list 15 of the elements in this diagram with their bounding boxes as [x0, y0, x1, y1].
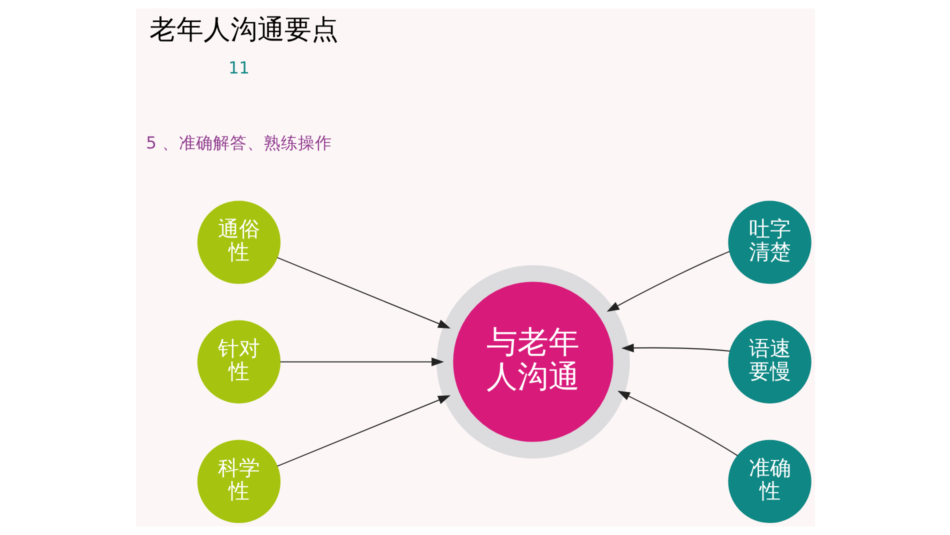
node-circle: 通俗性	[196, 200, 280, 284]
arrow	[616, 390, 738, 456]
arrow	[280, 358, 444, 366]
node-circle: 科学性	[196, 440, 280, 524]
arrow	[620, 344, 730, 352]
diagram-title: 老年人沟通要点	[149, 14, 338, 46]
node-circle: 语速要慢	[728, 320, 811, 404]
label: 11	[228, 58, 250, 78]
arrow	[276, 257, 450, 328]
node-circle: 针对性	[196, 320, 280, 404]
label: 5 、准确解答、熟练操作	[146, 133, 332, 152]
arrow	[606, 250, 730, 312]
arrow	[276, 395, 450, 467]
node-circle: 吐字清楚	[728, 200, 811, 284]
node-circle: 准确性	[728, 440, 811, 524]
